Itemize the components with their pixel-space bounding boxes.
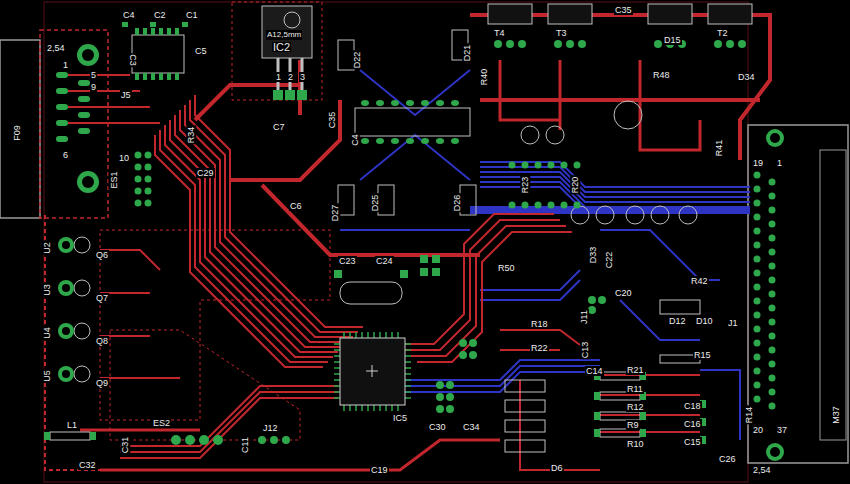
silkscreen-label: D12 — [668, 316, 687, 326]
silkscreen-label: Q8 — [95, 336, 109, 346]
silkscreen-label: C32 — [78, 460, 97, 470]
silkscreen-label: IC5 — [392, 413, 408, 423]
silkscreen-label: C16 — [683, 419, 702, 429]
silkscreen-label: D26 — [452, 194, 462, 213]
silkscreen-label: D22 — [352, 51, 362, 70]
silkscreen-label: C23 — [338, 256, 357, 266]
silkscreen-label: C34 — [462, 422, 481, 432]
silkscreen-label: C13 — [580, 341, 590, 360]
silkscreen-label: D27 — [330, 204, 340, 223]
silkscreen-label: A12,5mm — [266, 30, 302, 40]
silkscreen-label: R9 — [626, 420, 640, 430]
silkscreen-label: R15 — [693, 350, 712, 360]
silkscreen-label: R41 — [714, 139, 724, 158]
silkscreen-label: 1 — [62, 60, 69, 70]
silkscreen-label: D34 — [737, 72, 756, 82]
silkscreen-label: D21 — [462, 44, 472, 63]
silkscreen-label: R21 — [626, 365, 645, 375]
silkscreen-label: 37 — [776, 425, 788, 435]
silkscreen-label: C7 — [272, 122, 286, 132]
silkscreen-label: 20 — [752, 425, 764, 435]
silkscreen-label: R18 — [530, 319, 549, 329]
silkscreen-label: C6 — [289, 201, 303, 211]
silkscreen-label: J12 — [262, 423, 279, 433]
silkscreen-label: R42 — [690, 276, 709, 286]
silkscreen-label: R20 — [570, 176, 580, 195]
silkscreen-label: C11 — [240, 436, 250, 454]
silkscreen-label: R34 — [186, 126, 196, 145]
silkscreen-label: C19 — [370, 465, 389, 475]
silkscreen-label: T3 — [555, 28, 568, 38]
silkscreen-label: U4 — [42, 326, 52, 340]
silkscreen-label: 6 — [62, 150, 69, 160]
silkscreen-label: 1 — [776, 158, 783, 168]
silkscreen-label: Q9 — [95, 378, 109, 388]
silkscreen-label: C24 — [375, 256, 394, 266]
silkscreen-label: C31 — [120, 436, 130, 455]
silkscreen-label: R40 — [479, 68, 489, 87]
silkscreen-label: R10 — [626, 439, 645, 449]
silkscreen-label: D15 — [663, 35, 682, 45]
silkscreen-label: ES1 — [109, 170, 119, 189]
silkscreen-label: J1 — [727, 318, 739, 328]
silkscreen-label: R22 — [530, 343, 549, 353]
silkscreen-label: C18 — [683, 401, 702, 411]
silkscreen-label: R11 — [626, 384, 644, 394]
silkscreen-label: C35 — [327, 111, 337, 130]
silkscreen-label: Q7 — [95, 293, 109, 303]
silkscreen-label: 5 — [90, 70, 97, 80]
silkscreen-label: 19 — [752, 158, 764, 168]
silkscreen-label: ES2 — [152, 418, 171, 428]
silkscreen-label: 10 — [118, 153, 130, 163]
silkscreen-label: C35 — [614, 5, 633, 15]
silkscreen-label: C3 — [128, 53, 138, 67]
silkscreen-label: R48 — [652, 70, 671, 80]
silkscreen-label: IC2 — [272, 42, 291, 52]
silkscreen-label: 1 — [275, 72, 282, 82]
silkscreen-label: J5 — [120, 90, 132, 100]
silkscreen-label: U3 — [42, 283, 52, 297]
silkscreen-label: U5 — [42, 369, 52, 383]
silkscreen-label: C14 — [585, 366, 604, 376]
silkscreen-label: C5 — [194, 46, 208, 56]
silkscreen-label: R23 — [520, 176, 530, 195]
silkscreen-label: Q6 — [95, 250, 109, 260]
silkscreen-label: T4 — [493, 28, 506, 38]
silkscreen-label: M37 — [831, 405, 841, 425]
silkscreen-label: C22 — [604, 251, 614, 270]
silkscreen-label: U2 — [42, 241, 52, 255]
silkscreen-label: F09 — [12, 124, 22, 142]
silkscreen-label: C26 — [718, 454, 737, 464]
silkscreen-label: C2 — [153, 10, 167, 20]
silkscreen-label: C1 — [185, 10, 199, 20]
silkscreen-label: D6 — [550, 463, 564, 473]
silkscreen-label: 2 — [287, 72, 294, 82]
silkscreen-label: R50 — [497, 263, 516, 273]
silkscreen-label: C29 — [196, 168, 215, 178]
silkscreen-label: C30 — [428, 422, 447, 432]
silkscreen-label: C4 — [350, 133, 360, 147]
silkscreen-label: J11 — [579, 309, 589, 325]
silkscreen-label: L1 — [66, 420, 78, 430]
silkscreen-label: D33 — [588, 246, 598, 265]
silkscreen-label: 9 — [90, 82, 97, 92]
silkscreen-label: D10 — [695, 316, 714, 326]
silkscreen-label: T2 — [716, 28, 729, 38]
silkscreen-label: 2,54 — [752, 465, 772, 475]
silkscreen-label: C20 — [614, 288, 633, 298]
silkscreen-label: C4 — [122, 10, 136, 20]
silkscreen-label: R14 — [744, 406, 754, 425]
silkscreen-label: R12 — [626, 402, 645, 412]
silkscreen-label: D25 — [370, 194, 380, 213]
silkscreen-label: C15 — [683, 437, 702, 447]
silkscreen-label: 3 — [299, 72, 306, 82]
silkscreen-label: 2,54 — [46, 43, 66, 53]
